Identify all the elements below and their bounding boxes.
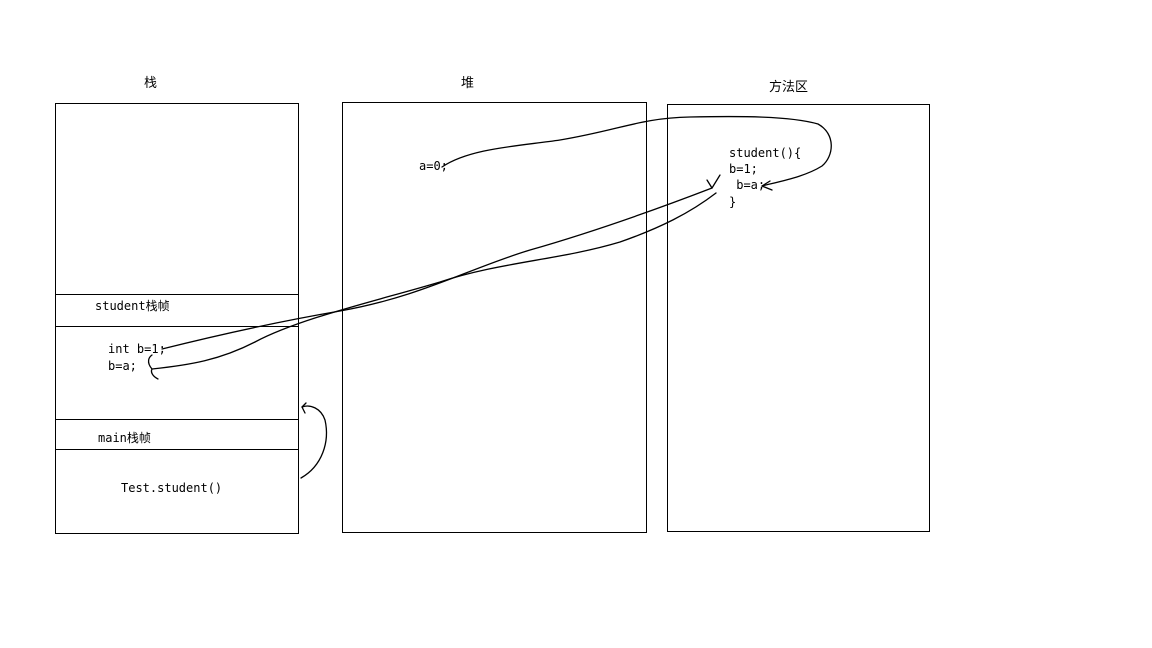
main-frame-call: Test.student() (121, 481, 223, 495)
method-code-line-3: b=a; (729, 178, 766, 192)
student-frame-line-1: int b=1; (108, 342, 166, 356)
method-area-title: 方法区 (769, 80, 809, 95)
heap-title: 堆 (461, 76, 475, 91)
student-frame-divider (55, 326, 299, 327)
call-arrow (300, 405, 328, 479)
heap-field: a=0; (419, 159, 448, 173)
stack-box (55, 103, 299, 534)
student-frame-top-line (55, 294, 299, 295)
method-code-line-2: b=1; (729, 162, 758, 176)
heap-box (342, 102, 647, 533)
main-frame-label: main栈帧 (98, 431, 151, 445)
method-area-box (667, 104, 930, 532)
method-code-line-4: } (729, 195, 737, 209)
call-arrow-head (301, 402, 307, 414)
student-frame-label: student栈帧 (95, 299, 170, 313)
student-frame-line-2: b=a; (108, 359, 137, 373)
main-frame-divider (55, 449, 299, 450)
main-frame-top-line (55, 419, 299, 420)
method-code-line-1: student(){ (729, 146, 802, 160)
stack-title: 栈 (144, 76, 158, 91)
